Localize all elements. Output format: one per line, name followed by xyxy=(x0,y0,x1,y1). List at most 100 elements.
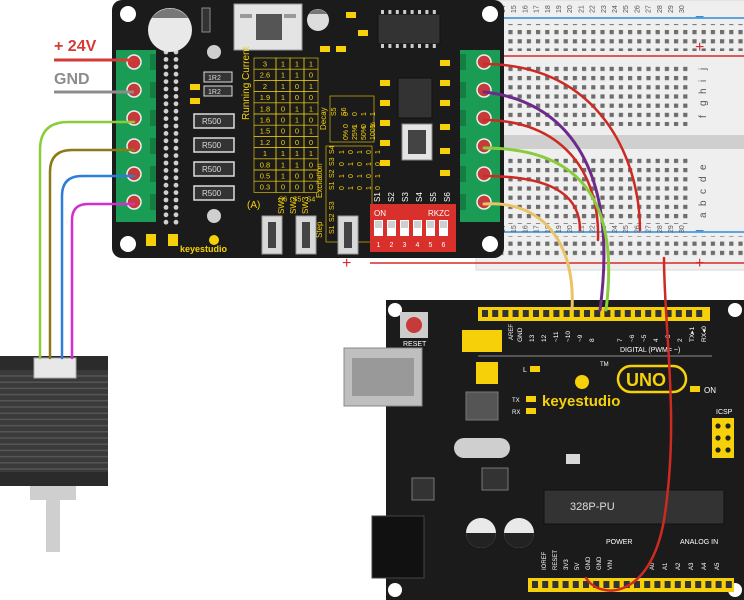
current-table-cell: 0 xyxy=(309,172,313,181)
excitation-col: S3 xyxy=(329,157,336,166)
terminal-screw xyxy=(126,194,142,210)
current-table-cell: 1 xyxy=(281,71,285,80)
dip-number: 5 xyxy=(429,242,433,249)
analog-label: ANALOG IN xyxy=(680,539,718,546)
smd-part xyxy=(190,98,200,104)
bb-row-number: 20 xyxy=(567,225,574,233)
digital-pin-label: TX▸1 xyxy=(689,326,696,342)
excitation-cell: 1 xyxy=(366,186,373,190)
current-table-cell: 1.6 xyxy=(260,116,270,125)
bb-col-letter: e xyxy=(698,164,709,170)
bb-row-number: 25 xyxy=(623,5,630,13)
bb-row-number: 30 xyxy=(679,5,686,13)
wire-red-5v xyxy=(584,256,673,592)
current-table-cell: 0 xyxy=(295,138,299,147)
digital-label: DIGITAL (PWM= ~) xyxy=(620,347,680,354)
bb-row-number: 27 xyxy=(646,5,653,13)
mount-hole xyxy=(120,236,136,252)
current-table-cell: 0 xyxy=(295,82,299,91)
current-table-cell: 0 xyxy=(309,116,313,125)
power-pin-label: RESET xyxy=(553,550,559,570)
driver-brand: keyestudio xyxy=(180,244,228,254)
dip-on-label: ON xyxy=(374,209,386,218)
uno-logo xyxy=(616,364,688,394)
dip-number: 1 xyxy=(377,242,381,249)
excitation-cell: 0 xyxy=(366,174,373,178)
terminal-screw xyxy=(126,54,142,70)
smd-part xyxy=(380,80,390,86)
current-table-cell: 1.2 xyxy=(260,138,270,147)
uno-text: UNO xyxy=(626,370,666,390)
decay-cell: 0 xyxy=(352,112,359,116)
aref-label: AREF xyxy=(509,324,515,340)
bb-row-number: 23 xyxy=(601,5,608,13)
excitation-cell: 0 xyxy=(375,162,382,166)
excitation-cell: 1 xyxy=(366,162,373,166)
bb-row-number: 17 xyxy=(534,225,541,233)
step-col: S3 xyxy=(329,201,336,210)
current-table-cell: 1 xyxy=(295,116,299,125)
bb-row-number: 15 xyxy=(511,5,518,13)
bb-col-letter: d xyxy=(698,176,709,182)
current-table-cell: 2.6 xyxy=(260,71,270,80)
smd-part xyxy=(358,30,368,36)
power-pin-label: GND xyxy=(597,556,603,570)
terminal-screw xyxy=(476,54,492,70)
current-table-cell: 0 xyxy=(295,93,299,102)
wire-red-1 xyxy=(482,62,642,232)
electrolytic-capacitor xyxy=(148,8,192,52)
reset-button[interactable] xyxy=(406,317,422,333)
mount-hole xyxy=(207,209,221,223)
current-table-cell: 0 xyxy=(309,71,313,80)
bb-col-letter: i xyxy=(698,80,709,82)
bb-row-number: 18 xyxy=(545,5,552,13)
current-table-cell: 0 xyxy=(281,127,285,136)
current-table-cell: 0.8 xyxy=(260,160,270,169)
excitation-cell: 1 xyxy=(375,174,382,178)
wire-yellow xyxy=(482,202,574,312)
excitation-cell: 0 xyxy=(366,150,373,154)
resistor-label: 1R2 xyxy=(208,89,221,96)
digital-pin-label: ~11 xyxy=(553,331,560,342)
excitation-cell: 1 xyxy=(348,162,355,166)
step-col: S2 xyxy=(329,213,336,222)
right-terminal-block xyxy=(460,50,500,222)
excitation-cell: 0 xyxy=(348,174,355,178)
decay-label: Decay xyxy=(319,107,328,130)
excitation-col: S2 xyxy=(329,169,336,178)
current-table-cell: 1 xyxy=(281,149,285,158)
decay-cell: 0 xyxy=(343,112,350,116)
decay-cell: 50% xyxy=(361,126,368,140)
motor-shaft xyxy=(46,500,60,552)
smd-part xyxy=(440,80,450,86)
digital-pin-label: ~5 xyxy=(641,334,648,342)
digital-pin-label: 13 xyxy=(529,334,536,342)
usb-chip xyxy=(465,391,499,421)
digital-pin-label: ~6 xyxy=(629,334,636,342)
sw-label: SW3 xyxy=(301,196,310,214)
bb-row-number: 21 xyxy=(578,5,585,13)
reset-label: RESET xyxy=(403,341,427,348)
current-table-cell: 1 xyxy=(295,160,299,169)
power-pin-label: 3V3 xyxy=(564,559,570,570)
ic-chip-top xyxy=(377,13,441,45)
stepper-motor xyxy=(0,356,108,552)
dip-number: 2 xyxy=(390,242,394,249)
bb-row-number: 19 xyxy=(556,225,563,233)
s-label: S5 xyxy=(429,192,438,202)
shunt-resistor xyxy=(193,113,235,129)
decay-col: S6 xyxy=(341,107,348,116)
voltage-regulator-uno xyxy=(411,477,435,501)
current-table-cell: 3 xyxy=(263,60,267,69)
smd-part xyxy=(440,100,450,106)
smd-part xyxy=(336,46,346,52)
pin-header xyxy=(163,45,221,225)
current-table-cell: 0 xyxy=(281,116,285,125)
l-led-label: L xyxy=(523,367,527,374)
wire-magenta-motor xyxy=(70,202,136,360)
power-pin-label: GND xyxy=(586,556,592,570)
digital-pin-label: 12 xyxy=(541,334,548,342)
